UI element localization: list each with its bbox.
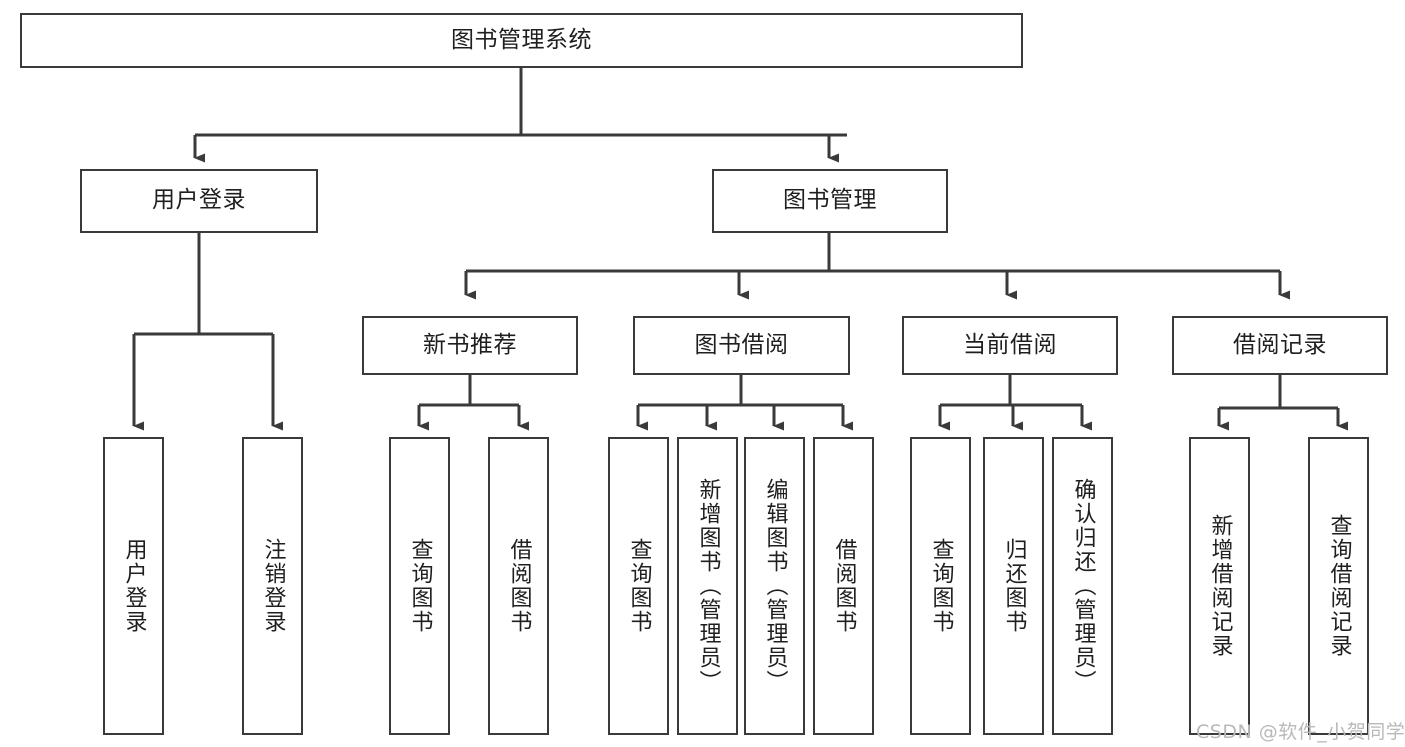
node-leaf-borrow-book-1[interactable]: 借阅图书 [488, 437, 549, 735]
node-leaf-confirm-return-label: 确认归还（管理员） [1070, 478, 1096, 694]
node-leaf-query-book-2[interactable]: 查询图书 [608, 437, 669, 735]
node-leaf-confirm-return[interactable]: 确认归还（管理员） [1052, 437, 1113, 735]
node-leaf-borrow-book-1-label: 借阅图书 [506, 538, 532, 634]
node-root-label: 图书管理系统 [451, 26, 592, 53]
node-leaf-edit-book-label: 编辑图书（管理员） [762, 478, 788, 694]
node-leaf-borrow-book-2-label: 借阅图书 [831, 538, 857, 634]
node-leaf-edit-book[interactable]: 编辑图书（管理员） [744, 437, 805, 735]
node-leaf-return-book-label: 归还图书 [1001, 538, 1027, 634]
node-book-borrow-label: 图书借阅 [694, 331, 789, 358]
node-leaf-query-book-1[interactable]: 查询图书 [389, 437, 450, 735]
node-current-borrow[interactable]: 当前借阅 [902, 316, 1118, 375]
node-leaf-user-logout-label: 注销登录 [260, 538, 286, 634]
node-book-manage-label: 图书管理 [783, 187, 877, 214]
node-book-manage[interactable]: 图书管理 [712, 169, 948, 233]
node-leaf-add-record-label: 新增借阅记录 [1207, 514, 1233, 658]
node-borrow-record-label: 借阅记录 [1233, 331, 1327, 358]
node-borrow-record[interactable]: 借阅记录 [1172, 316, 1388, 375]
node-leaf-add-record[interactable]: 新增借阅记录 [1189, 437, 1250, 735]
node-leaf-return-book[interactable]: 归还图书 [983, 437, 1044, 735]
node-leaf-user-login-label: 用户登录 [121, 538, 147, 634]
node-leaf-query-record[interactable]: 查询借阅记录 [1308, 437, 1369, 735]
node-leaf-query-book-1-label: 查询图书 [407, 538, 433, 634]
node-current-borrow-label: 当前借阅 [963, 331, 1057, 358]
node-leaf-query-book-2-label: 查询图书 [626, 538, 652, 634]
csdn-watermark: CSDN @软件_小贺同学 [1196, 721, 1405, 743]
node-new-book-recommend-label: 新书推荐 [423, 331, 517, 358]
node-leaf-user-login[interactable]: 用户登录 [103, 437, 164, 735]
node-root[interactable]: 图书管理系统 [20, 13, 1023, 68]
node-leaf-user-logout[interactable]: 注销登录 [242, 437, 303, 735]
node-leaf-query-book-3[interactable]: 查询图书 [910, 437, 971, 735]
node-book-borrow[interactable]: 图书借阅 [633, 316, 850, 375]
node-new-book-recommend[interactable]: 新书推荐 [362, 316, 578, 375]
node-leaf-add-book[interactable]: 新增图书（管理员） [677, 437, 738, 735]
node-leaf-borrow-book-2[interactable]: 借阅图书 [813, 437, 874, 735]
node-leaf-query-record-label: 查询借阅记录 [1326, 514, 1352, 658]
node-user-login-label: 用户登录 [152, 187, 246, 214]
node-user-login[interactable]: 用户登录 [80, 169, 318, 233]
node-leaf-add-book-label: 新增图书（管理员） [695, 478, 721, 694]
node-leaf-query-book-3-label: 查询图书 [928, 538, 954, 634]
